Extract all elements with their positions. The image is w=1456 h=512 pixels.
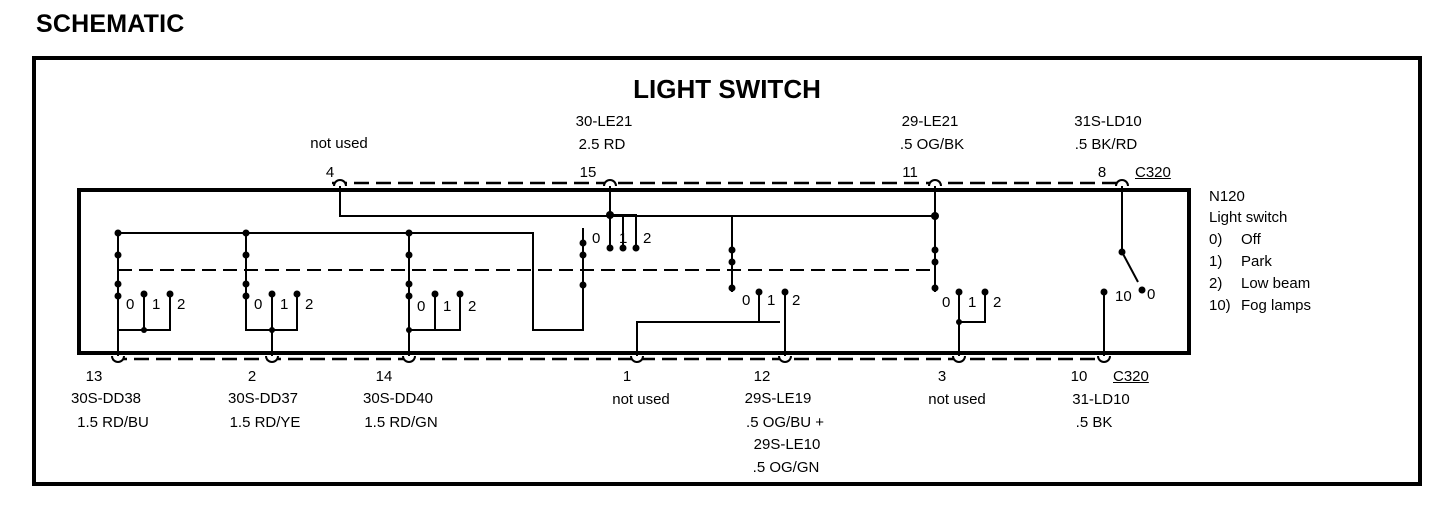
top-pin-15-wire: 30-LE21 (575, 113, 633, 130)
wire-pin-4 (339, 180, 935, 217)
switch-3-pos-0: 0 (942, 294, 951, 311)
top-pin-11-number: 11 (902, 164, 918, 181)
bottom-pin-12-gauge-1: .5 OG/BU + (746, 414, 824, 431)
bottom-pin-12-wire-1: 29S-LE19 (744, 390, 812, 407)
top-pin-8-wire: 31S-LD10 (1074, 113, 1142, 130)
switch-2-pos-2: 2 (305, 296, 314, 313)
component-name: Light switch (1209, 209, 1288, 226)
schematic-frame (32, 56, 1422, 486)
top-pin-11-wire: 29-LE21 (901, 113, 959, 130)
switch-13-pos-2: 2 (177, 296, 186, 313)
top-pin-15-number: 15 (579, 164, 597, 181)
bottom-pin-3-number: 3 (937, 368, 947, 385)
switch-14-pos-2: 2 (468, 298, 477, 315)
top-pin-4-desc: not used (310, 135, 368, 152)
bottom-pin-10-number: 10 (1070, 368, 1088, 385)
switch-3-pos-1: 1 (968, 294, 977, 311)
bottom-connector-label: C320 (1113, 368, 1149, 385)
bottom-pin-13-gauge: 1.5 RD/BU (77, 414, 149, 431)
legend-pos-1-label: Park (1241, 253, 1272, 270)
bottom-pin-3-desc: not used (928, 391, 986, 408)
top-pin-8-gauge: .5 BK/RD (1074, 136, 1138, 153)
switch-2-pos-1: 1 (280, 296, 289, 313)
bottom-pin-1-desc: not used (612, 391, 670, 408)
wire-pin-1 (636, 321, 780, 362)
top-connector-label: C320 (1135, 164, 1171, 181)
switch-14-pos-0: 0 (417, 298, 426, 315)
legend-pos-1-num: 1) (1209, 253, 1223, 270)
fog-switch-pos-0: 0 (1147, 286, 1156, 303)
bottom-pin-14-gauge: 1.5 RD/GN (364, 414, 438, 431)
bottom-pin-14-wire: 30S-DD40 (362, 390, 434, 407)
bottom-pin-12-number: 12 (753, 368, 771, 385)
switch-12-pos-0: 0 (742, 292, 751, 309)
wire-pin-8 (1121, 180, 1139, 283)
switch-14-pos-1: 1 (443, 298, 452, 315)
bottom-pin-13-number: 13 (85, 368, 103, 385)
schematic-heading: SCHEMATIC (36, 10, 185, 38)
legend-pos-10-label: Fog lamps (1241, 297, 1312, 314)
legend-pos-2-label: Low beam (1241, 275, 1311, 292)
bottom-pin-10-wire: 31-LD10 (1072, 391, 1130, 408)
switch-13-pos-1: 1 (152, 296, 161, 313)
switch-12-pos-1: 1 (767, 292, 776, 309)
bottom-pin-14-number: 14 (375, 368, 393, 385)
pin-terminals (111, 179, 1129, 363)
switch-3-pos-2: 2 (993, 294, 1002, 311)
component-id: N120 (1209, 188, 1245, 205)
switch-12-pos-2: 2 (792, 292, 801, 309)
wire-switch-a-out (118, 232, 584, 331)
wire-pin-12 (758, 292, 786, 362)
top-pin-15-gauge: 2.5 RD (578, 136, 626, 153)
top-pin-4-number: 4 (325, 164, 335, 181)
bottom-pin-2-number: 2 (247, 368, 257, 385)
bus-ties (117, 233, 410, 300)
contact-dots (114, 211, 1146, 333)
bottom-pin-12-gauge-2: .5 OG/GN (752, 459, 820, 476)
legend-pos-0-label: Off (1241, 231, 1261, 248)
bottom-pin-12-wire-2: 29S-LE10 (753, 436, 821, 453)
switch-a-pos-1: 1 (619, 230, 628, 247)
light-switch-body (77, 188, 1191, 355)
legend-pos-2-num: 2) (1209, 275, 1223, 292)
fog-switch-pos-10: 10 (1115, 288, 1132, 305)
switch-13-pos-0: 0 (126, 296, 135, 313)
bottom-pin-13-wire: 30S-DD38 (70, 390, 142, 407)
wire-switch-b (731, 215, 935, 292)
switch-a-pos-0: 0 (592, 230, 601, 247)
switch-2-pos-0: 0 (254, 296, 263, 313)
bottom-pin-10-gauge: .5 BK (1075, 414, 1113, 431)
switch-a-pos-2: 2 (643, 230, 652, 247)
bottom-pin-2-gauge: 1.5 RD/YE (229, 414, 301, 431)
legend-pos-0-num: 0) (1209, 231, 1223, 248)
light-switch-title: LIGHT SWITCH (633, 74, 821, 104)
legend-pos-10-num: 10) (1209, 297, 1231, 314)
bottom-pin-1-number: 1 (622, 368, 632, 385)
bottom-pin-2-wire: 30S-DD37 (227, 390, 299, 407)
wire-pin-15 (609, 180, 637, 248)
top-pin-11-gauge: .5 OG/BK (899, 136, 965, 153)
top-pin-8-number: 8 (1097, 164, 1107, 181)
